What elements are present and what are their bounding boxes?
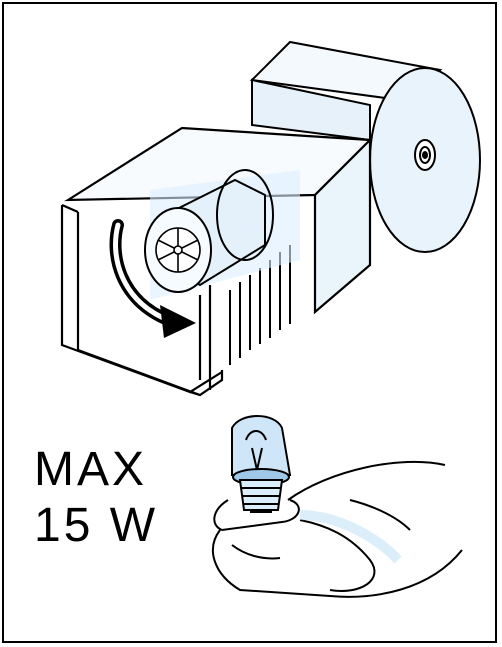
diagram-frame [2, 2, 497, 643]
wattage-label: 15 W [34, 499, 159, 552]
hand-icon [211, 460, 463, 598]
lamp-cover-icon [144, 169, 274, 293]
rotate-arrow-icon [109, 219, 196, 338]
max-label: MAX [34, 443, 148, 496]
fan-grille-icon [155, 227, 201, 273]
light-bulb-icon [231, 415, 292, 513]
motor-assembly-icon [249, 40, 481, 253]
